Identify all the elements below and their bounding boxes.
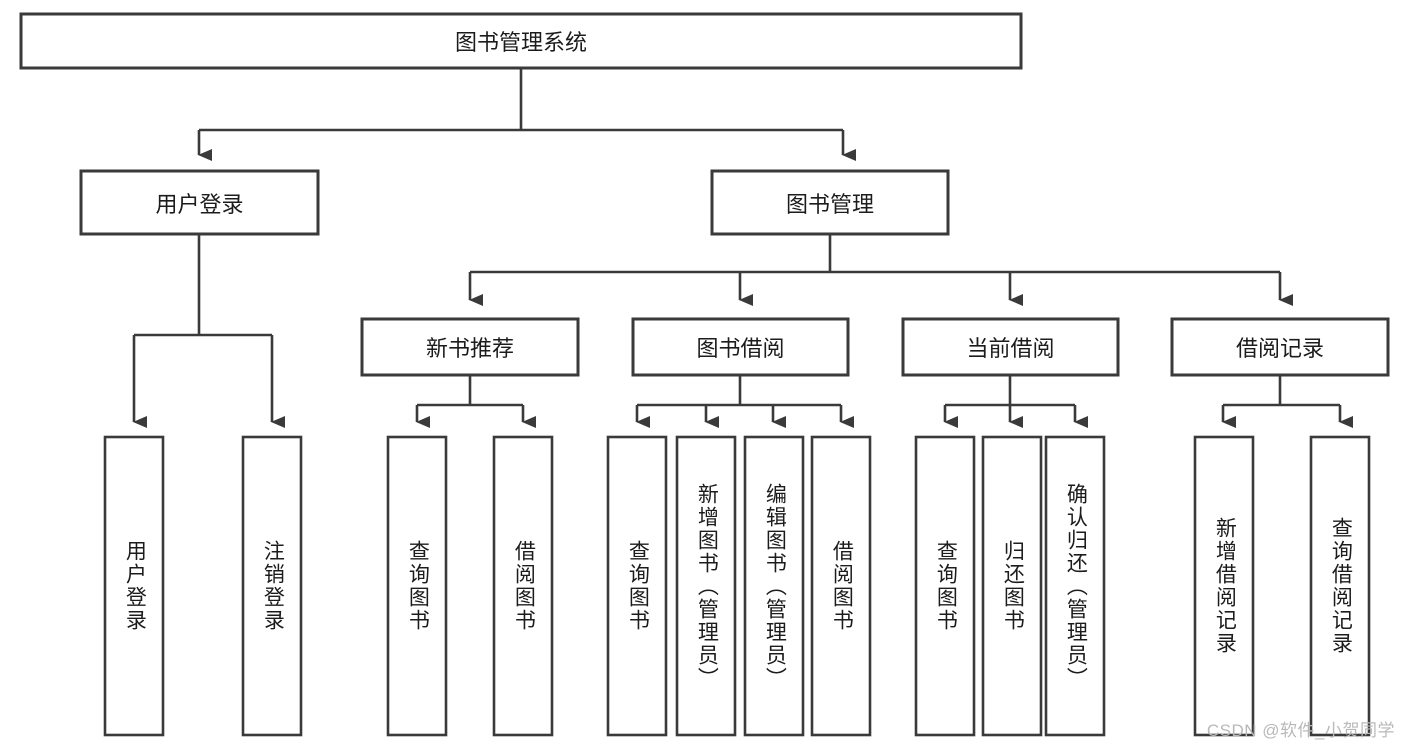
leaf-user-login-1[interactable]	[241, 435, 303, 737]
leaf-book-borrow-2[interactable]	[743, 435, 805, 737]
node-root[interactable]	[19, 12, 1023, 70]
leaf-current-borrow-1[interactable]	[981, 435, 1043, 737]
leaf-current-borrow-2[interactable]	[1044, 435, 1106, 737]
leaf-book-borrow-1[interactable]	[675, 435, 737, 737]
node-book-borrow[interactable]	[631, 317, 850, 377]
node-borrow-record[interactable]	[1170, 317, 1390, 377]
leaf-book-borrow-0[interactable]	[606, 435, 668, 737]
leaf-user-login-0[interactable]	[103, 435, 165, 737]
connector-user-login-bus	[132, 234, 285, 428]
node-user-login[interactable]	[79, 169, 320, 236]
leaf-borrow-record-1[interactable]	[1309, 435, 1371, 737]
connector-new-book-bus	[415, 375, 536, 428]
leaf-current-borrow-0[interactable]	[914, 435, 976, 737]
connector-root-bus	[197, 68, 856, 161]
leaf-new-book-1[interactable]	[492, 435, 554, 737]
leaf-book-borrow-3[interactable]	[810, 435, 872, 737]
leaf-borrow-record-0[interactable]	[1193, 435, 1255, 737]
csdn-watermark: CSDN @软件_小贺同学	[1206, 721, 1395, 740]
connector-current-borrow-bus	[943, 375, 1088, 428]
node-current-borrow[interactable]	[901, 317, 1120, 377]
connector-borrow-record-bus	[1221, 375, 1353, 428]
connector-book-mgmt-bus	[468, 234, 1293, 306]
node-new-book-recommend[interactable]	[360, 317, 580, 377]
connector-book-borrow-bus	[635, 375, 854, 428]
leaf-new-book-0[interactable]	[386, 435, 448, 737]
node-book-management[interactable]	[710, 169, 950, 236]
